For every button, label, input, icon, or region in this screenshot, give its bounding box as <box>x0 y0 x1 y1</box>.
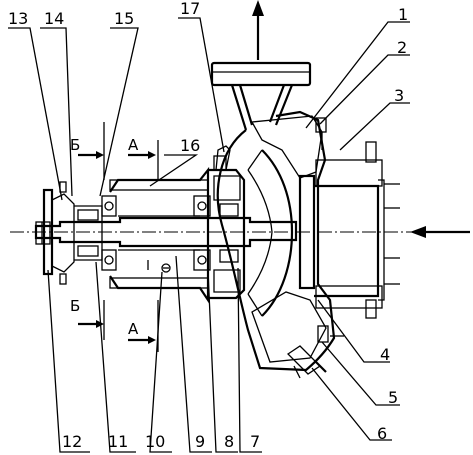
volute-casing <box>216 110 336 372</box>
part-label-15: 15 <box>114 9 134 28</box>
section-mark-a-bottom: А <box>128 300 159 352</box>
drain-valve <box>286 345 327 379</box>
part-label-9: 9 <box>195 432 205 451</box>
part-label-4: 4 <box>380 345 390 364</box>
section-label-b-top: Б <box>70 136 80 154</box>
part-label-13: 13 <box>8 9 28 28</box>
part-label-3: 3 <box>394 86 404 105</box>
coupling-end <box>42 181 103 285</box>
pump-body <box>210 61 400 379</box>
section-mark-b-top: Б <box>70 122 105 180</box>
part-label-10: 10 <box>145 432 165 451</box>
front-bearing <box>193 195 211 217</box>
impeller <box>261 149 294 317</box>
discharge-neck <box>230 84 294 131</box>
discharge-flange <box>210 61 312 87</box>
suction-nozzle <box>314 184 380 298</box>
shaft-seal <box>219 203 239 217</box>
bearing-housing <box>101 145 246 304</box>
part-label-14: 14 <box>44 9 64 28</box>
section-label-a-bottom: А <box>128 320 139 338</box>
part-label-11: 11 <box>108 432 128 451</box>
part-label-1: 1 <box>398 5 408 24</box>
part-label-7: 7 <box>250 432 260 451</box>
suction-arrow <box>410 226 470 238</box>
rear-bearing <box>101 195 117 217</box>
leader-lines <box>8 17 410 453</box>
part-labels: 1 2 3 4 5 6 7 8 9 10 11 12 13 14 15 16 1… <box>8 0 408 451</box>
discharge-arrow <box>252 0 264 60</box>
section-mark-a-top: А <box>128 136 159 180</box>
suction-studs <box>365 141 400 319</box>
part-label-16: 16 <box>180 136 200 155</box>
part-label-2: 2 <box>397 38 407 57</box>
part-label-12: 12 <box>62 432 82 451</box>
part-label-5: 5 <box>388 388 398 407</box>
section-label-b-bottom: Б <box>70 297 80 315</box>
section-label-a-top: А <box>128 136 139 154</box>
part-label-6: 6 <box>377 424 387 443</box>
part-label-17: 17 <box>180 0 200 18</box>
part-label-8: 8 <box>224 432 234 451</box>
